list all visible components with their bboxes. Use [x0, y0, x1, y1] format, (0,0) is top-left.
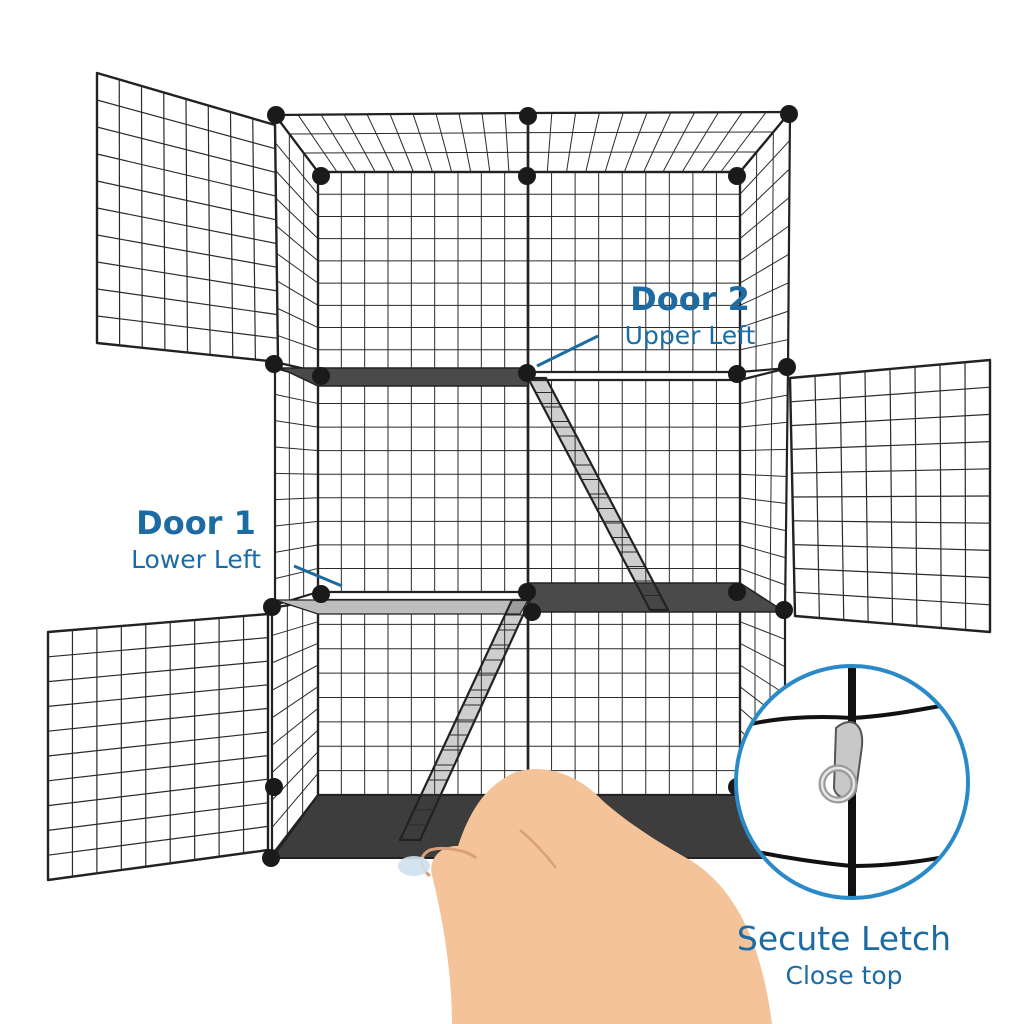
- door-1-panel-open: [46, 612, 270, 882]
- side-door-panel-open: [788, 358, 992, 634]
- door-1-title: Door 1: [136, 504, 256, 542]
- cage-frame: [270, 110, 792, 860]
- door-2-panel-open: [95, 71, 280, 364]
- frame-connectors: [262, 105, 798, 867]
- cage-ramps: [398, 376, 670, 842]
- latch-title: Secute Letch: [736, 919, 952, 958]
- label-pointer-lines: [293, 334, 599, 588]
- latch-label: Secute Letch Close top: [718, 922, 970, 988]
- door-1-label: Door 1 Lower Left: [112, 507, 280, 572]
- door-2-label: Door 2 Upper Left: [608, 283, 772, 348]
- door-1-subtitle: Lower Left: [131, 545, 261, 574]
- door-2-subtitle: Upper Left: [624, 321, 756, 350]
- latch-subtitle: Close top: [785, 961, 903, 990]
- hand-image: [398, 768, 772, 1024]
- latch-closeup-inset: [734, 664, 970, 900]
- door-2-title: Door 2: [630, 280, 750, 318]
- cage-shelves: [274, 367, 788, 615]
